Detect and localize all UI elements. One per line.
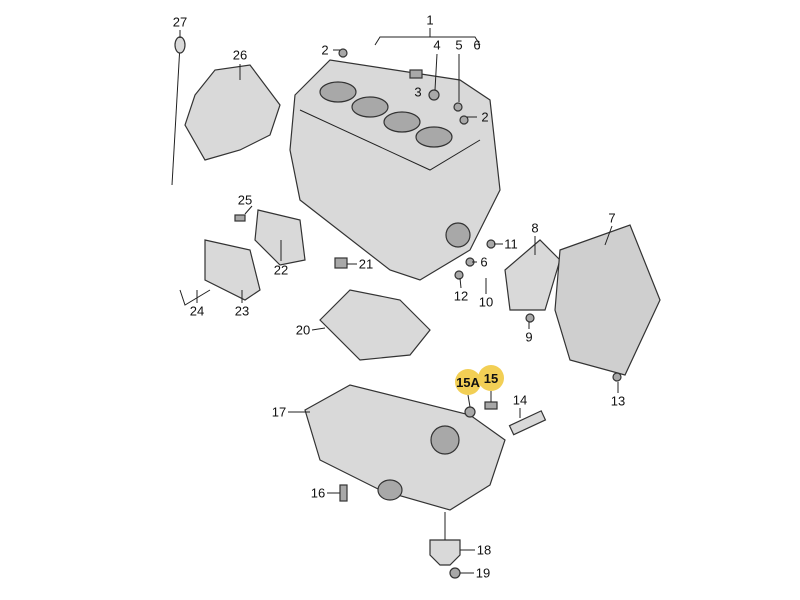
callout-16: 16	[310, 485, 326, 501]
callout-24: 24	[189, 303, 205, 319]
cover-part-23	[204, 239, 261, 301]
sealant-tube-part	[508, 410, 547, 436]
engine-block-part	[289, 59, 501, 281]
gasket-part	[554, 224, 661, 376]
callout-6: 6	[473, 37, 481, 53]
callout-19: 19	[475, 565, 491, 581]
callout-2: 2	[321, 42, 329, 58]
seal-flange-part	[504, 239, 561, 311]
callout-26: 26	[232, 47, 248, 63]
baffle-part	[319, 289, 431, 361]
cover-part-22	[254, 209, 306, 266]
callout-23: 23	[234, 303, 250, 319]
callout-4: 4	[433, 37, 441, 53]
pipe-part-24	[179, 289, 211, 306]
callout-14: 14	[512, 392, 528, 408]
callout-3: 3	[414, 84, 422, 100]
callout-15-highlighted: 15	[478, 365, 504, 391]
callout-1: 1	[426, 12, 434, 28]
callout-13: 13	[610, 393, 626, 409]
callout-11: 11	[504, 236, 518, 252]
callout-8: 8	[531, 220, 539, 236]
callout-15a-highlighted: 15A	[455, 369, 481, 395]
callout-25: 25	[237, 192, 253, 208]
callout-20: 20	[295, 322, 311, 338]
oil-pan-part	[304, 384, 506, 511]
callout-2b: 2	[481, 109, 489, 125]
callout-22: 22	[273, 262, 289, 278]
dipstick-part	[171, 36, 186, 186]
oil-sensor-part	[429, 539, 461, 566]
callout-12: 12	[453, 288, 469, 304]
callout-21: 21	[358, 256, 374, 272]
callout-9: 9	[525, 329, 533, 345]
callout-5: 5	[455, 37, 463, 53]
callout-7: 7	[608, 210, 616, 226]
callout-10: 10	[478, 294, 494, 310]
oil-pump-part	[184, 64, 281, 161]
callout-27: 27	[172, 14, 188, 30]
callout-18: 18	[476, 542, 492, 558]
leader-lines	[179, 28, 619, 574]
callout-6b: 6	[480, 254, 488, 270]
callout-17: 17	[271, 404, 287, 420]
